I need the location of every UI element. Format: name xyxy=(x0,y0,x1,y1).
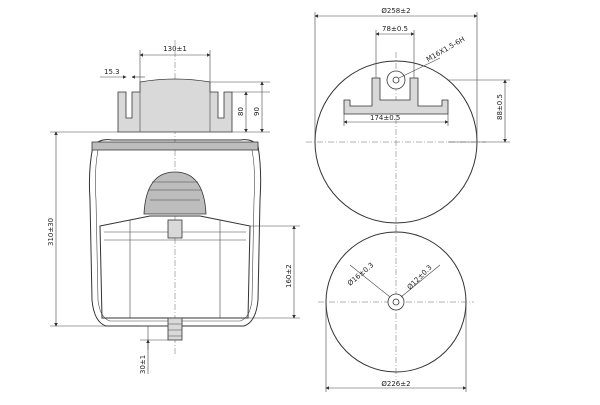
dim-top-width: 130±1 xyxy=(163,45,187,53)
hole-diameter-leader xyxy=(349,264,391,298)
top-mount-bracket xyxy=(117,78,233,133)
dim-offset: 15.3 xyxy=(104,68,120,76)
bottom-view: Ø16±0.3 Ø12±0.3 Ø226±2 xyxy=(318,225,474,392)
dim-plate-depth: 88±0.5 xyxy=(496,94,504,120)
dim-hole-offset: Ø12±0.3 xyxy=(406,264,434,292)
dim-plate-height: 80 xyxy=(237,107,245,116)
hole-offset-leader xyxy=(400,264,441,298)
dim-overall-height: 310±30 xyxy=(47,218,55,246)
piston-center-nut xyxy=(167,219,183,239)
bracket-inner-lines xyxy=(139,92,211,132)
dim-bolt-spacing: 78±0.5 xyxy=(382,25,408,33)
dim-bottom-diameter: Ø226±2 xyxy=(381,380,410,388)
bellow-outline xyxy=(88,139,262,327)
dim-bolt-thread: M16X1.5-6H xyxy=(425,35,466,63)
air-port-hole xyxy=(392,76,400,84)
dim-plate-length: 174±0.5 xyxy=(370,114,400,122)
top-view: Ø258±2 78±0.5 M16X1.5-6H 174±0.5 88±0.5 xyxy=(306,7,510,232)
dim-top-diameter: Ø258±2 xyxy=(381,7,410,15)
bumper-lines xyxy=(148,181,202,201)
bumper-dome xyxy=(143,171,207,215)
center-hole xyxy=(392,298,400,306)
piston-walls xyxy=(129,220,221,318)
bottom-stud xyxy=(167,317,183,341)
thread-leader xyxy=(398,57,441,79)
top-plate-bracket xyxy=(343,77,449,115)
side-view: 130±1 15.3 80 90 310±30 160±2 30±1 xyxy=(47,40,300,374)
dim-piston-height: 160±2 xyxy=(285,264,293,288)
dim-stud-length: 30±1 xyxy=(139,355,147,374)
dim-plate-total-height: 90 xyxy=(253,107,261,116)
stud-threads xyxy=(168,323,182,337)
top-crimp-ring xyxy=(91,141,259,151)
